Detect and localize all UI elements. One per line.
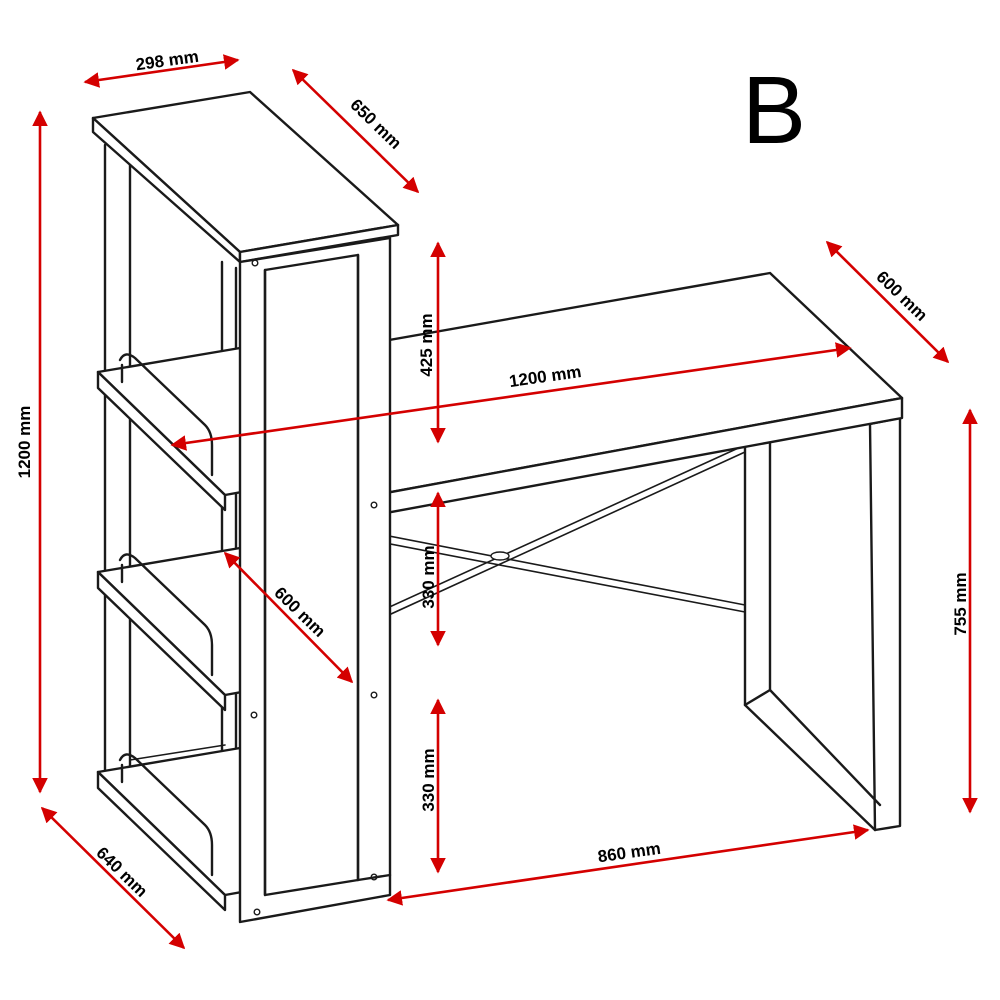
desk-drawing	[91, 90, 904, 924]
label-desk-height: 755 mm	[951, 572, 970, 635]
label-shelf-gap-middle: 330 mm	[419, 545, 438, 608]
arrow-shelf-top-depth	[291, 68, 420, 194]
arrow-base-depth	[40, 806, 186, 950]
arrow-desk-depth	[825, 240, 950, 364]
arrow-desk-width	[170, 342, 852, 451]
desk-right-leg-frame	[743, 416, 902, 832]
shelf-top-board	[91, 90, 400, 264]
dimension-arrows	[32, 54, 978, 950]
variant-label: B	[742, 57, 806, 164]
label-shelf-gap-top: 425 mm	[417, 313, 436, 376]
label-shelf-gap-bottom: 330 mm	[419, 748, 438, 811]
label-base-depth: 640 mm	[92, 843, 151, 901]
arrow-leg-span	[386, 824, 870, 906]
label-total-height: 1200 mm	[15, 406, 34, 479]
label-shelf-top-depth: 650 mm	[346, 95, 405, 153]
arrow-shelf-top-width	[83, 54, 240, 88]
arrow-shelf-depth	[223, 551, 354, 684]
shelf-front-frame	[238, 236, 392, 924]
